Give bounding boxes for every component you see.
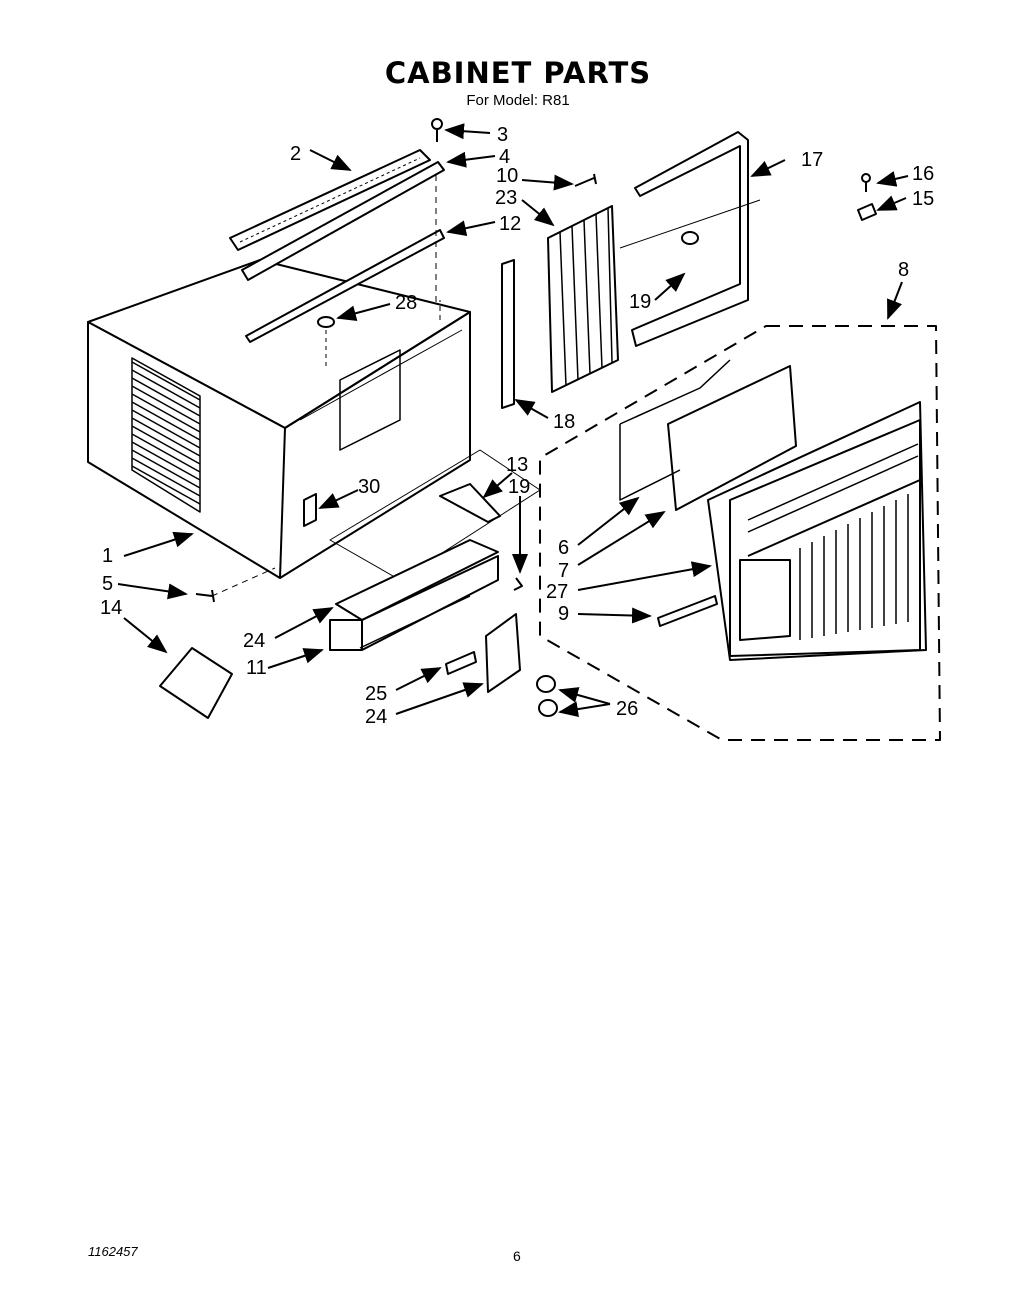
screw-10	[574, 173, 597, 187]
callout-4: 4	[499, 146, 510, 168]
callout-7: 7	[558, 560, 569, 582]
callout-24: 24	[365, 706, 387, 728]
page-subtitle: For Model: R81	[466, 92, 570, 109]
callout-11: 11	[246, 657, 267, 679]
screw-5	[195, 589, 215, 603]
screw-3	[431, 118, 443, 142]
page-number: 6	[513, 1248, 521, 1264]
callout-3: 3	[497, 124, 508, 146]
callout-12: 12	[499, 213, 521, 235]
document-number: 1162457	[88, 1244, 138, 1259]
callout-labels: 3 2 4 10 23 12 28 17 16 15 8 19 18 13 19…	[100, 124, 934, 728]
pad-25	[445, 651, 477, 675]
clip-30	[303, 493, 317, 527]
callout-25: 25	[365, 683, 387, 705]
callout-17: 17	[801, 149, 823, 171]
callout-6: 6	[558, 537, 569, 559]
callout-23: 24	[243, 630, 265, 652]
side-strip	[501, 259, 515, 409]
callout-9: 9	[558, 603, 569, 625]
callout-13: 13	[506, 454, 528, 476]
callout-28: 28	[395, 292, 417, 314]
callout-1: 1	[102, 545, 113, 567]
top-channel	[241, 161, 445, 281]
drain-base	[329, 539, 499, 651]
callout-5: 5	[102, 573, 113, 595]
top-rail	[229, 149, 431, 251]
clip-15	[857, 203, 877, 221]
knob-26b	[538, 699, 558, 717]
side-curtain	[547, 205, 619, 393]
callout-22: 23	[495, 187, 517, 209]
callout-14: 14	[100, 597, 122, 619]
lower-bracket	[439, 483, 501, 523]
front-grille	[657, 401, 927, 661]
callout-19: 19	[508, 476, 530, 498]
hook-19	[513, 577, 523, 591]
callout-8: 8	[898, 259, 909, 281]
callout-26: 26	[616, 698, 638, 720]
callout-30: 30	[358, 476, 380, 498]
front-assembly-boundary	[539, 325, 941, 741]
callout-27: 27	[546, 581, 568, 603]
page-title: CABINET PARTS	[384, 56, 652, 90]
screw-16	[861, 173, 871, 192]
cabinet-shell	[87, 259, 541, 581]
mount-bracket	[159, 647, 233, 719]
knob-21	[681, 231, 699, 245]
knob-26a	[536, 675, 556, 693]
callout-16: 16	[912, 163, 934, 185]
callout-2: 2	[290, 143, 301, 165]
callout-18: 18	[553, 411, 575, 433]
callout-15: 15	[912, 188, 934, 210]
support-bar	[245, 229, 445, 343]
callout-10: 10	[496, 165, 518, 187]
plate-24	[485, 613, 521, 693]
plug-28	[317, 316, 335, 328]
callout-21: 19	[629, 291, 651, 313]
side-frame	[631, 131, 749, 347]
